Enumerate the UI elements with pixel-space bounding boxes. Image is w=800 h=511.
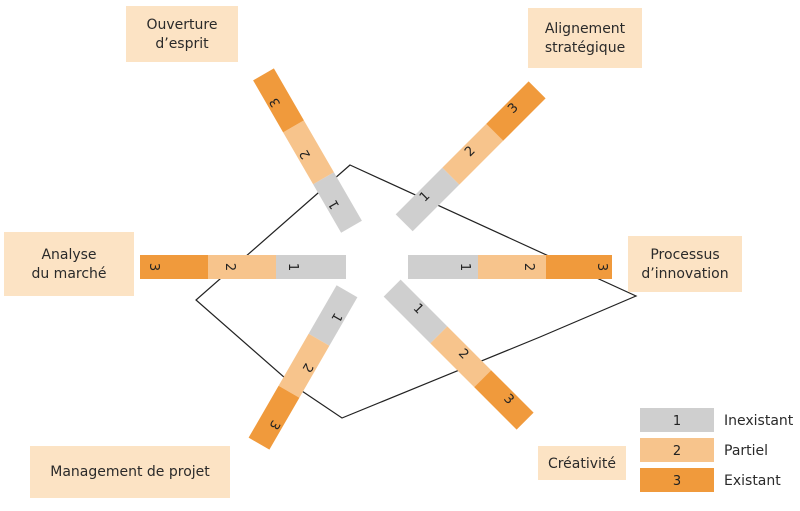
label-box-management: Management de projet — [30, 446, 230, 498]
label-processus-line-1: Processus — [650, 247, 719, 263]
segment-level-2 — [283, 120, 334, 185]
label-processus-line-2: d’innovation — [641, 266, 728, 282]
segment-level-2 — [430, 326, 492, 388]
label-box-ouverture: Ouverture d’esprit — [126, 6, 238, 62]
axis-bar-management: 1 2 3 — [248, 285, 358, 450]
segment-level-1 — [276, 255, 346, 279]
segment-level-3 — [253, 68, 304, 133]
label-box-alignement: Alignement stratégique — [528, 8, 642, 68]
legend-number-2: 2 — [673, 444, 681, 459]
segment-level-1 — [408, 255, 478, 279]
label-analyse-line-1: Analyse — [41, 247, 96, 263]
legend-swatch-2 — [640, 438, 714, 462]
label-creativite: Créativité — [548, 456, 616, 472]
legend-number-1: 1 — [673, 414, 681, 429]
legend-label-2: Partiel — [724, 443, 768, 459]
legend: 1 Inexistant 2 Partiel 3 Existant — [640, 408, 794, 492]
axis-bar-analyse: 3 2 1 — [140, 255, 346, 279]
label-alignement-line-1: Alignement — [545, 21, 626, 37]
segment-number-1: 1 — [285, 263, 300, 271]
segment-level-1 — [383, 279, 448, 344]
segment-level-3 — [546, 255, 612, 279]
segment-level-1 — [308, 285, 358, 346]
segment-level-3 — [248, 385, 300, 450]
segment-number-1: 1 — [457, 263, 472, 271]
label-box-processus: Processus d’innovation — [628, 236, 742, 292]
legend-swatch-1 — [640, 408, 714, 432]
label-analyse-line-2: du marché — [31, 266, 106, 282]
segment-level-2 — [478, 255, 546, 279]
segment-level-1 — [313, 172, 362, 233]
legend-item-3: 3 Existant — [640, 468, 781, 492]
label-ouverture-line-1: Ouverture — [147, 17, 218, 33]
legend-label-1: Inexistant — [724, 413, 794, 429]
label-alignement-line-2: stratégique — [545, 40, 625, 56]
segment-level-2 — [278, 333, 330, 398]
segment-level-3 — [486, 81, 546, 141]
segment-number-3: 3 — [146, 263, 161, 271]
axis-bar-processus: 1 2 3 — [408, 255, 612, 279]
label-box-creativite: Créativité — [538, 446, 626, 480]
segment-number-2: 2 — [521, 263, 536, 271]
legend-swatch-3 — [640, 468, 714, 492]
label-management: Management de projet — [50, 464, 210, 480]
legend-label-3: Existant — [724, 473, 781, 489]
segment-level-2 — [442, 123, 504, 185]
label-ouverture-line-2: d’esprit — [155, 36, 209, 52]
profile-outline — [195, 164, 638, 419]
segment-level-3 — [140, 255, 208, 279]
axis-bar-creativite: 1 2 3 — [383, 279, 534, 430]
axis-bar-ouverture: 1 2 3 — [253, 68, 362, 233]
segment-number-2: 2 — [222, 263, 237, 271]
segment-level-1 — [395, 167, 460, 232]
legend-number-3: 3 — [673, 474, 681, 489]
segment-level-3 — [474, 370, 534, 430]
legend-item-1: 1 Inexistant — [640, 408, 794, 432]
label-box-analyse: Analyse du marché — [4, 232, 134, 296]
legend-item-2: 2 Partiel — [640, 438, 768, 462]
axis-bar-alignement: 1 2 3 — [395, 81, 546, 232]
segment-level-2 — [208, 255, 276, 279]
segment-number-3: 3 — [594, 263, 609, 271]
